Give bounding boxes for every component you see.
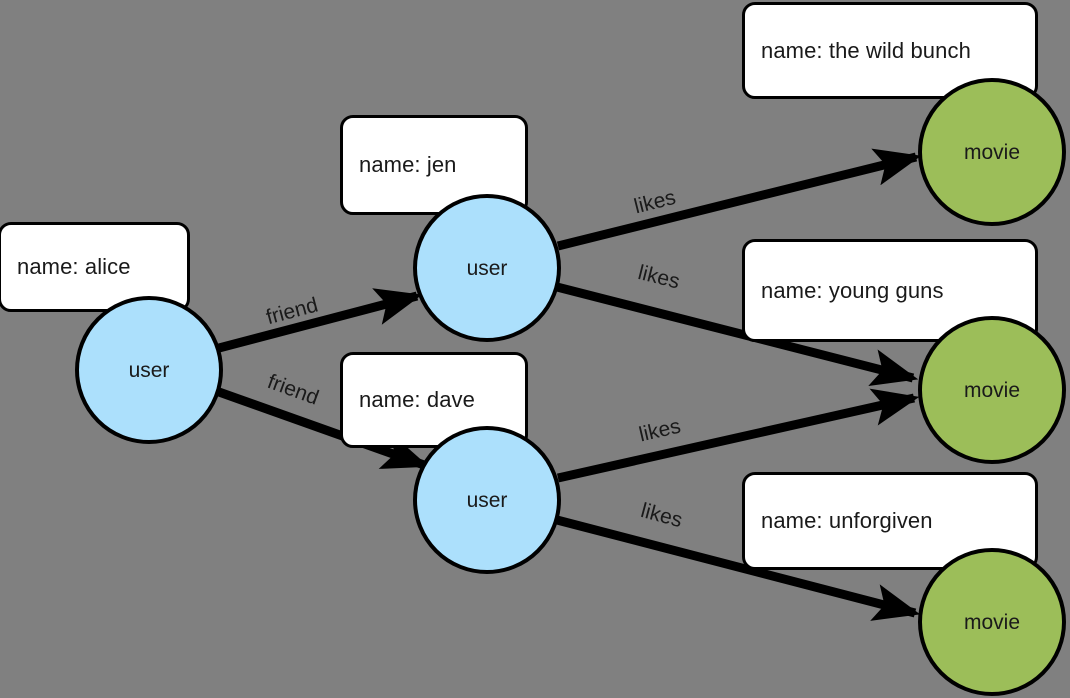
node-movie-wild-bunch[interactable]: movie xyxy=(918,78,1066,226)
node-movie-young-guns[interactable]: movie xyxy=(918,316,1066,464)
property-text: name: alice xyxy=(17,254,131,279)
property-text: name: dave xyxy=(359,387,475,412)
node-label: movie xyxy=(963,378,1021,402)
edge-dave-youngguns xyxy=(557,388,920,483)
node-label: user xyxy=(466,256,508,280)
node-label: movie xyxy=(963,610,1021,634)
edge-jen-wildbunch xyxy=(556,148,922,251)
node-label: user xyxy=(466,488,508,512)
edge-dave-unforgiven xyxy=(555,515,921,621)
node-user-jen[interactable]: user xyxy=(413,194,561,342)
edge-alice-jen xyxy=(217,288,423,353)
property-text: name: the wild bunch xyxy=(761,37,971,63)
edge-alice-dave xyxy=(217,387,430,470)
node-label: user xyxy=(128,358,170,382)
property-text: name: unforgiven xyxy=(761,508,933,533)
property-text: name: young guns xyxy=(761,277,944,303)
node-label: movie xyxy=(963,140,1021,164)
edge-jen-youngguns xyxy=(555,282,919,387)
node-movie-unforgiven[interactable]: movie xyxy=(918,548,1066,696)
node-user-alice[interactable]: user xyxy=(75,296,223,444)
node-user-dave[interactable]: user xyxy=(413,426,561,574)
property-text: name: jen xyxy=(359,152,457,177)
